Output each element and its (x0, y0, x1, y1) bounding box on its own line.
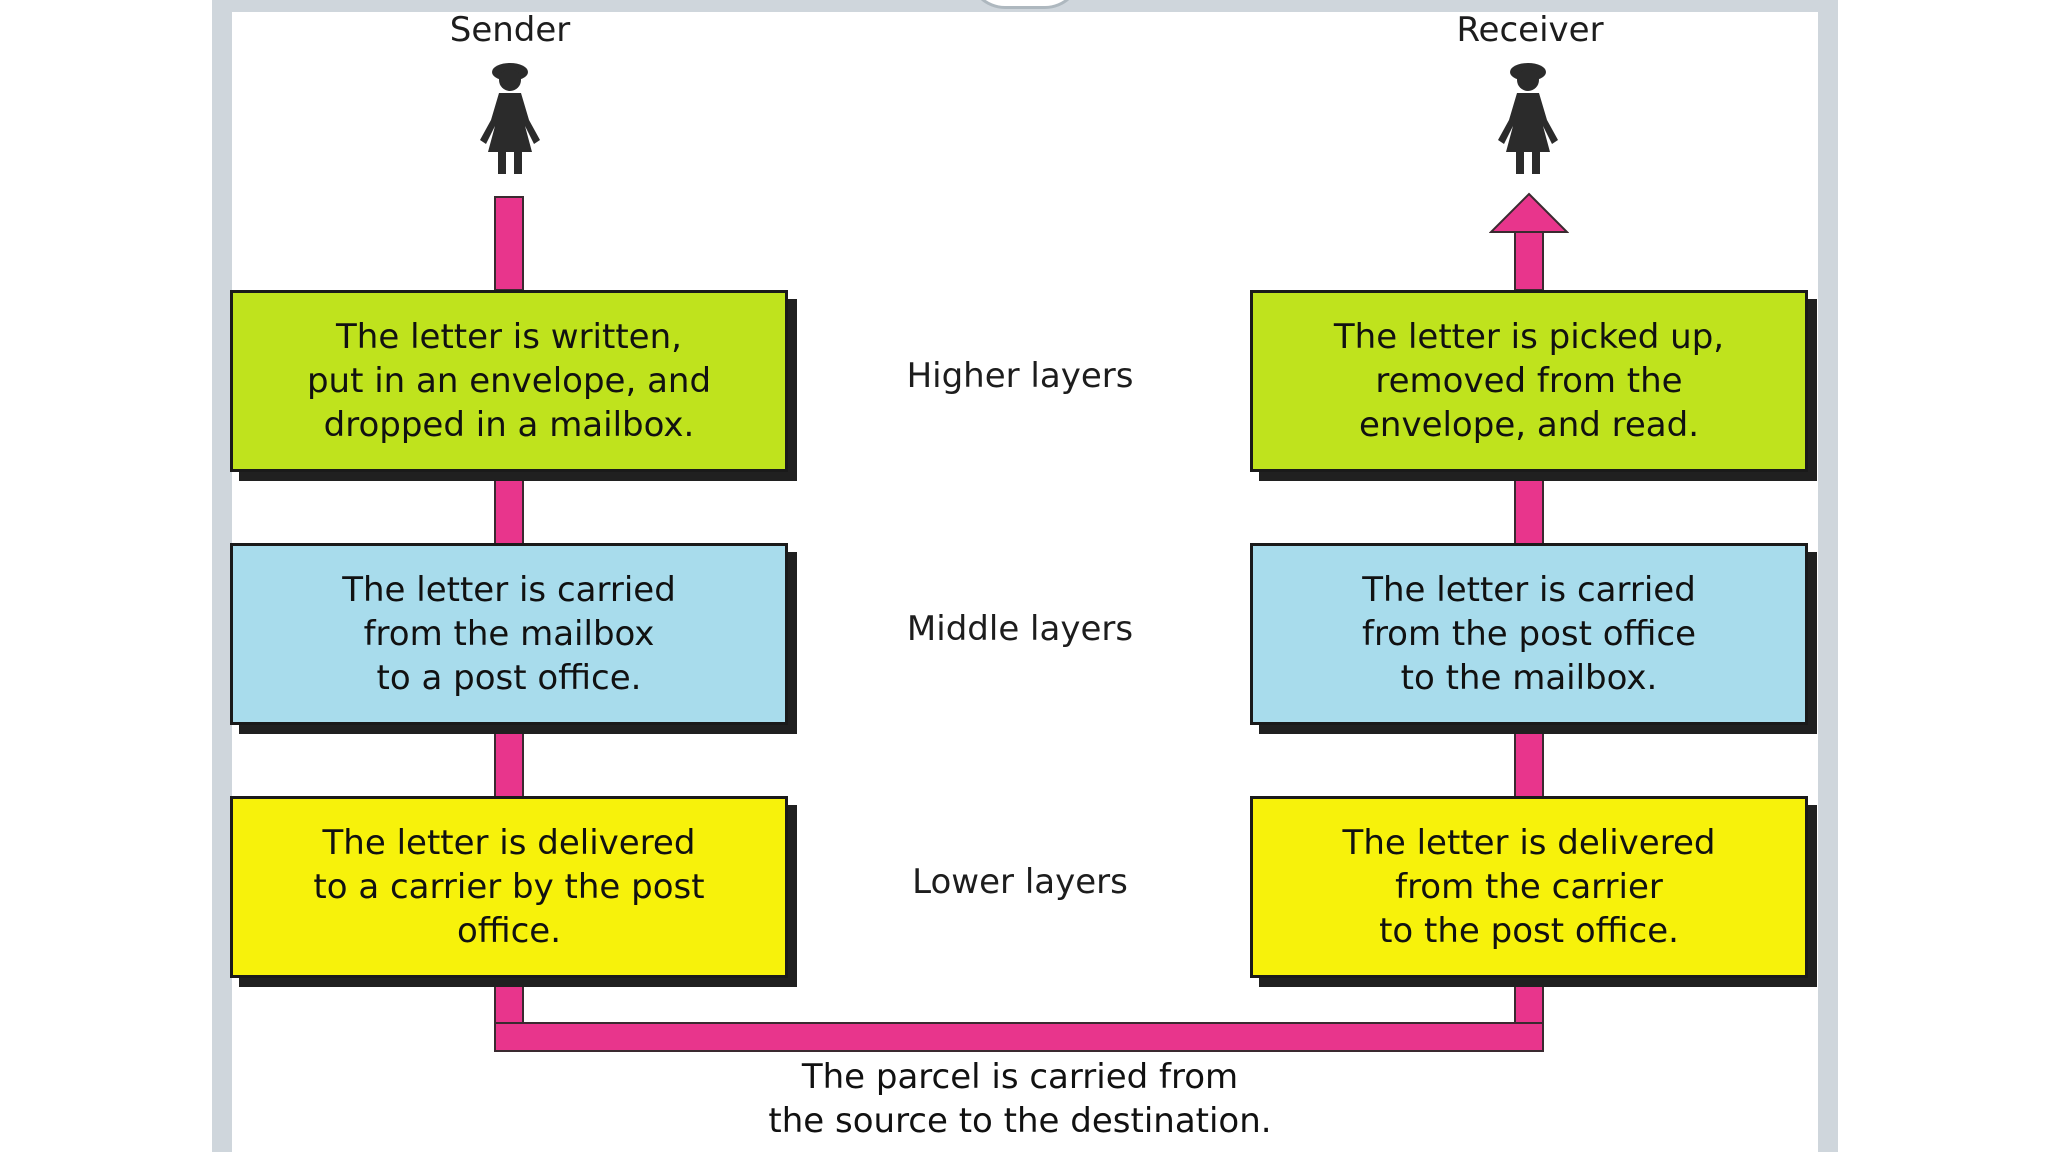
middle-layers-label: Middle layers (906, 609, 1134, 649)
sender-middle-layer-box: The letter is carried from the mailbox t… (230, 543, 788, 725)
frame-right-border (1818, 0, 1838, 1152)
receiver-higher-layer-text: The letter is picked up, removed from th… (1333, 317, 1725, 445)
receiver-person-icon (1498, 63, 1558, 174)
transport-description: The parcel is carried from the source to… (768, 1057, 1272, 1141)
sender-middle-layer-text: The letter is carried from the mailbox t… (342, 570, 676, 698)
higher-layers-label: Higher layers (906, 356, 1134, 396)
sender-pipe-higher-middle (494, 470, 524, 545)
sender-label: Sender (449, 10, 571, 50)
receiver-lower-layer-box: The letter is delivered from the carrier… (1250, 796, 1808, 978)
receiver-middle-layer-box: The letter is carried from the post offi… (1250, 543, 1808, 725)
receiver-pipe-lower-middle (1514, 723, 1544, 798)
lower-layers-label: Lower layers (912, 862, 1128, 902)
receiver-arrow-head-icon (1489, 192, 1569, 233)
frame-left-border (212, 0, 232, 1152)
receiver-higher-layer-box: The letter is picked up, removed from th… (1250, 290, 1808, 472)
sender-higher-layer-box: The letter is written, put in an envelop… (230, 290, 788, 472)
receiver-label: Receiver (1456, 10, 1604, 50)
sender-pipe-top (494, 196, 524, 291)
receiver-lower-layer-text: The letter is delivered from the carrier… (1342, 823, 1716, 951)
sender-lower-layer-text: The letter is delivered to a carrier by … (313, 823, 705, 951)
sender-higher-layer-text: The letter is written, put in an envelop… (306, 317, 712, 445)
receiver-pipe-top (1514, 228, 1544, 291)
sender-lower-layer-box: The letter is delivered to a carrier by … (230, 796, 788, 978)
sender-pipe-middle-lower (494, 723, 524, 798)
sender-person-icon (480, 63, 540, 174)
receiver-pipe-middle-higher (1514, 470, 1544, 545)
receiver-middle-layer-text: The letter is carried from the post offi… (1361, 570, 1697, 698)
transport-pipe (494, 1022, 1544, 1052)
